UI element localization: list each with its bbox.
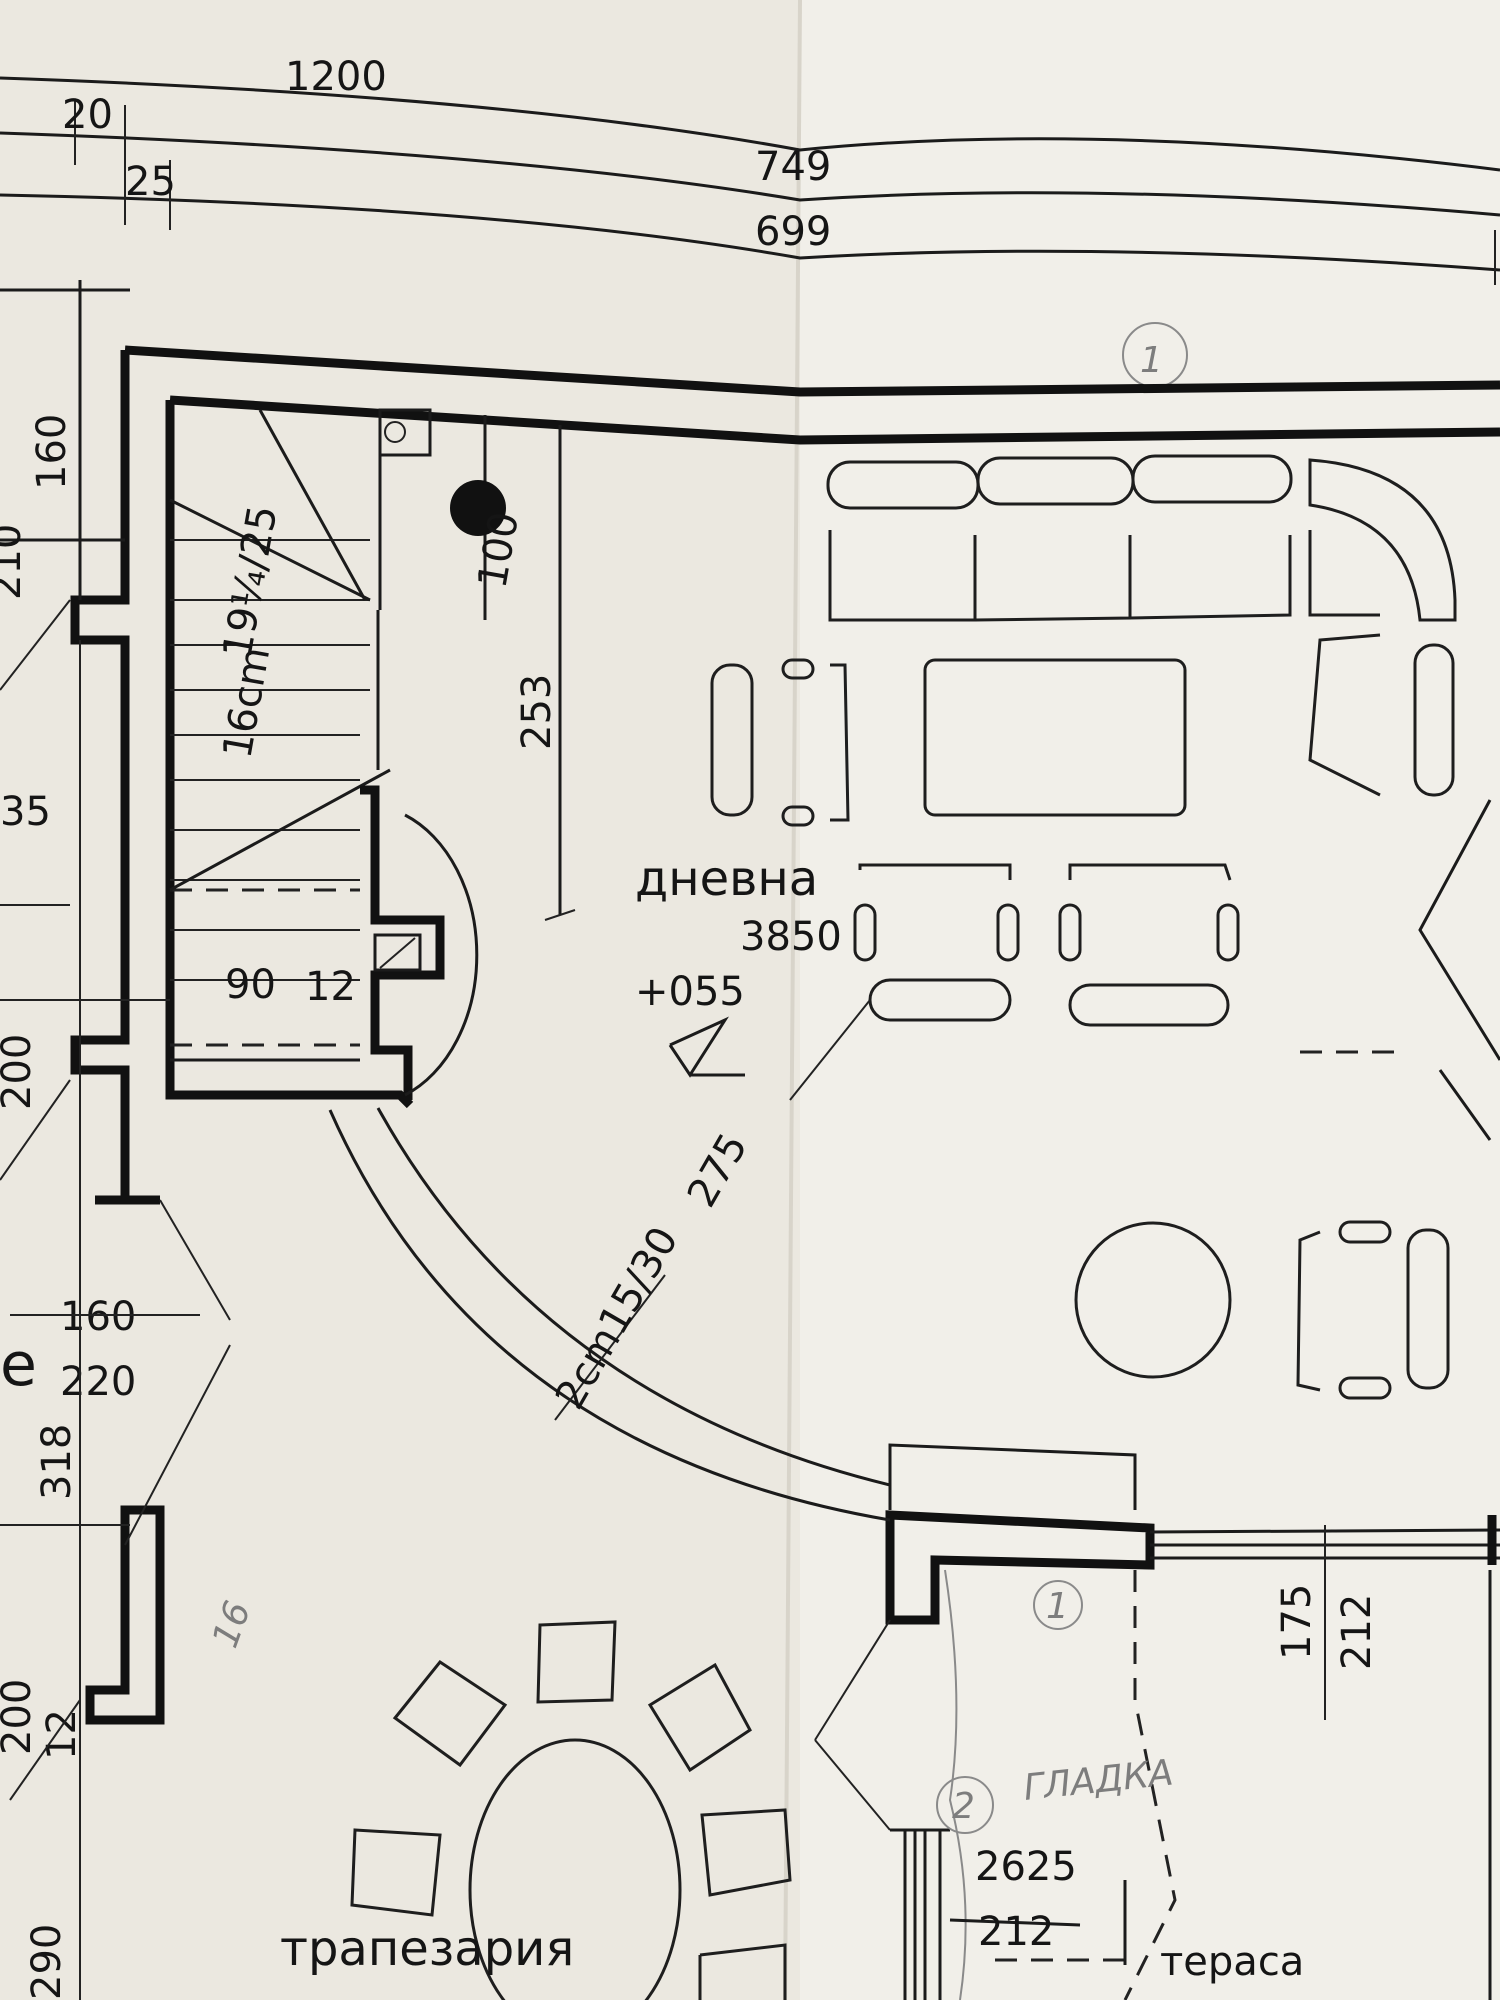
- dining-furniture: [350, 1620, 792, 2000]
- room-label-partial: e: [0, 1330, 37, 1400]
- dining-table: [468, 1738, 682, 2000]
- dim-318: 318: [34, 1424, 80, 1500]
- dim-35: 35: [0, 789, 51, 835]
- dim-right-a: 749: [755, 144, 831, 190]
- dim-200-low: 200: [0, 1679, 40, 1755]
- living-area: 3850: [740, 914, 842, 960]
- handwritten-circle-2: [936, 1776, 994, 1834]
- handwritten-circle-label: 2: [952, 1786, 975, 1827]
- room-name-dining: трапезария: [280, 1921, 574, 1977]
- chimney-symbol: [450, 480, 506, 536]
- dim-12: 12: [305, 964, 356, 1010]
- dim-210: 210: [0, 524, 30, 600]
- top-dimension-lines: [0, 76, 1500, 285]
- living-room-furniture: [710, 454, 1500, 1400]
- room-name-living: дневна: [635, 851, 818, 907]
- terrace-height: 212: [978, 1909, 1054, 1955]
- staircase: [169, 408, 576, 1100]
- terrace-area: [814, 1443, 1492, 2000]
- axis-marker-label-2: 1: [1046, 1586, 1069, 1627]
- level-triangle-icon: [668, 1016, 745, 1078]
- paper-fold-right: [800, 0, 1500, 2000]
- dim-220: 220: [60, 1359, 136, 1405]
- dim-160-lower: 160: [60, 1294, 136, 1340]
- dim-253: 253: [514, 674, 560, 750]
- round-table: [1074, 1221, 1232, 1379]
- dim-12-low: 12: [39, 1709, 85, 1760]
- room-name-terrace: тераса: [1160, 1939, 1304, 1985]
- axis-marker-label: 1: [1140, 340, 1163, 381]
- dim-overall: 1200: [285, 54, 387, 100]
- dim-175: 175: [1274, 1584, 1320, 1660]
- dim-290: 290: [24, 1924, 70, 2000]
- left-dimension-lines: [0, 599, 231, 2000]
- axis-marker-circle-2: [1033, 1580, 1083, 1630]
- coffee-table: [923, 658, 1187, 817]
- dim-left-b: 25: [125, 159, 176, 205]
- dim-160-top: 160: [29, 414, 75, 490]
- level-mark: +055: [635, 969, 745, 1015]
- curved-glass-wall: [328, 1107, 891, 1522]
- dim-left-a: 20: [62, 92, 113, 138]
- paper-fold-line: [783, 0, 802, 2000]
- dim-right-b: 699: [755, 209, 831, 255]
- dim-212: 212: [1334, 1594, 1380, 1670]
- dim-90: 90: [225, 962, 276, 1008]
- terrace-area-value: 2625: [975, 1844, 1077, 1890]
- dim-200-mid: 200: [0, 1034, 40, 1110]
